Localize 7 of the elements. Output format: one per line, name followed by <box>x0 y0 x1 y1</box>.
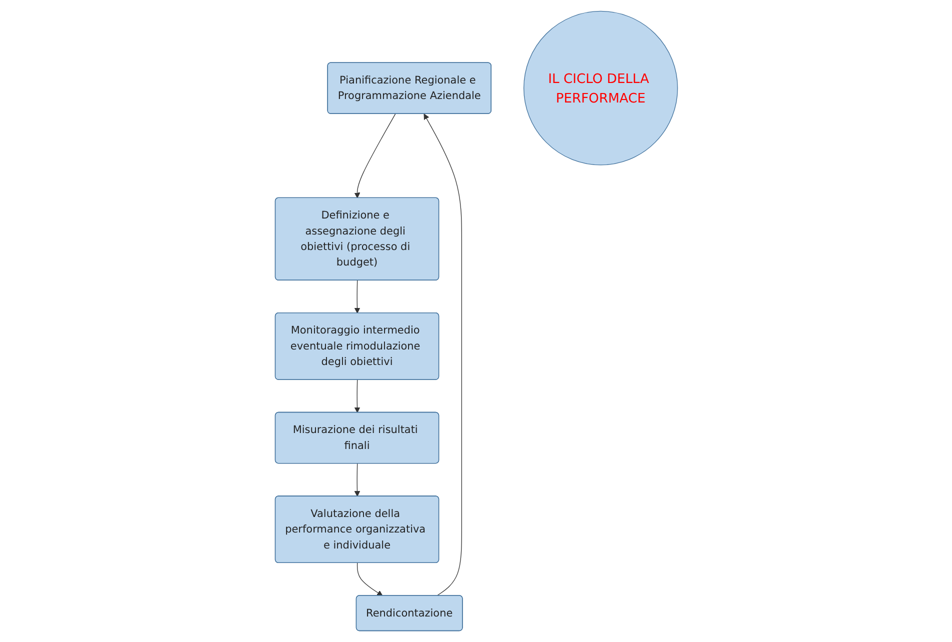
arrow <box>423 114 462 596</box>
arrow <box>354 463 360 497</box>
arrow <box>354 114 396 198</box>
arrow <box>354 280 360 314</box>
node-circle: IL CICLO DELLA PERFORMACE <box>523 10 678 166</box>
arrow <box>354 380 360 413</box>
arrow <box>356 562 382 596</box>
